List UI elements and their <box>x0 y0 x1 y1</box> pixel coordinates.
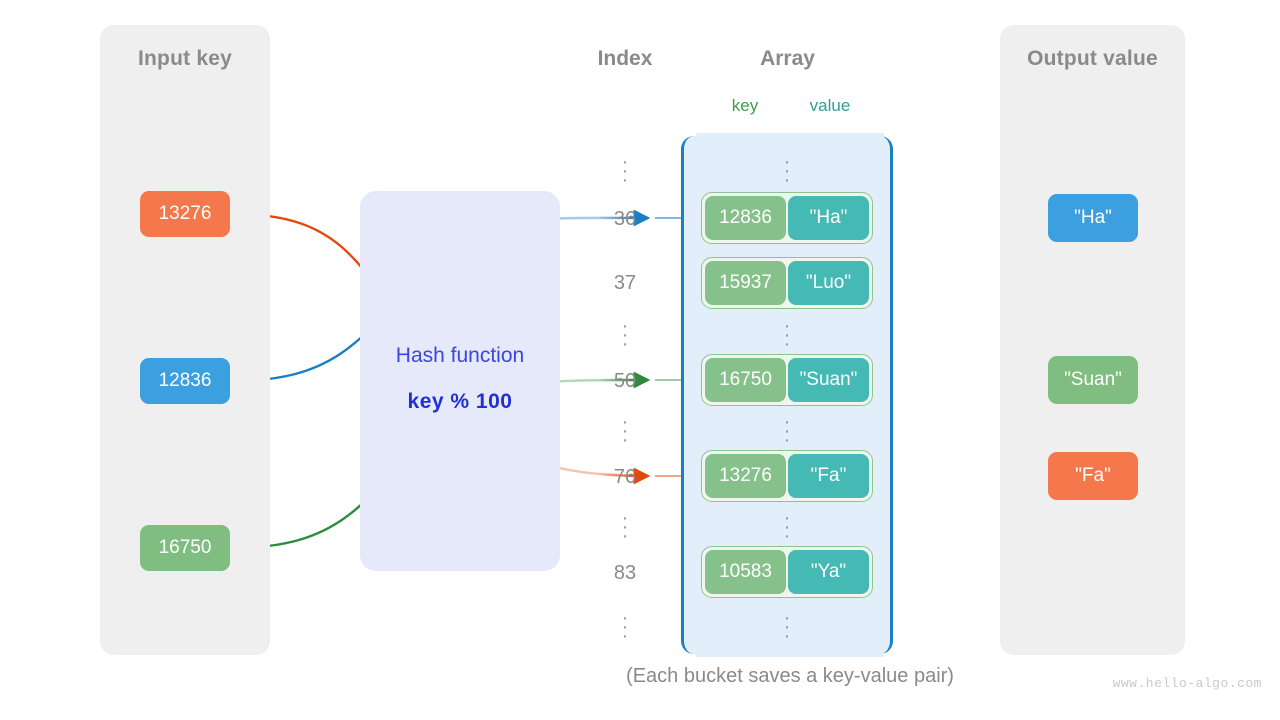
index-cell-37: 37 <box>613 272 637 294</box>
index-ellipsis-bottom: ··· <box>621 607 629 647</box>
output-value-panel: Output value <box>1000 25 1185 655</box>
bucket-76[interactable]: 13276 "Fa" <box>701 450 873 502</box>
input-key-12836[interactable]: 12836 <box>140 358 230 404</box>
array-ellipsis-bottom: ··· <box>783 607 791 647</box>
bucket-37-key: 15937 <box>705 261 786 305</box>
diagram-caption: (Each bucket saves a key-value pair) <box>626 665 954 687</box>
bucket-36-key: 12836 <box>705 196 786 240</box>
index-ellipsis-2: ··· <box>621 315 629 355</box>
hash-function-box <box>360 191 560 571</box>
output-value-fa[interactable]: "Fa" <box>1048 452 1138 500</box>
watermark: www.hello-algo.com <box>1112 676 1262 691</box>
array-ellipsis-3: ··· <box>783 411 791 451</box>
array-ellipsis-2: ··· <box>783 315 791 355</box>
bucket-37[interactable]: 15937 "Luo" <box>701 257 873 309</box>
index-column-header: Index <box>597 47 653 70</box>
bucket-83-value: "Ya" <box>788 550 869 594</box>
index-cell-36: 36 <box>613 208 637 230</box>
input-key-13276[interactable]: 13276 <box>140 191 230 237</box>
bucket-76-key: 13276 <box>705 454 786 498</box>
bucket-83-key: 10583 <box>705 550 786 594</box>
hash-function-label: Hash function <box>395 344 525 367</box>
output-value-suan[interactable]: "Suan" <box>1048 356 1138 404</box>
index-ellipsis-top: ··· <box>621 151 629 191</box>
output-panel-title: Output value <box>1027 47 1158 70</box>
bucket-50-key: 16750 <box>705 358 786 402</box>
bucket-76-value: "Fa" <box>788 454 869 498</box>
bucket-37-value: "Luo" <box>788 261 869 305</box>
bucket-36-value: "Ha" <box>788 196 869 240</box>
bucket-83[interactable]: 10583 "Ya" <box>701 546 873 598</box>
array-column-header: Array <box>760 47 815 70</box>
index-cell-50: 50 <box>613 370 637 392</box>
hash-function-formula: key % 100 <box>407 390 513 413</box>
input-key-16750[interactable]: 16750 <box>140 525 230 571</box>
output-value-ha[interactable]: "Ha" <box>1048 194 1138 242</box>
array-ellipsis-top: ··· <box>783 151 791 191</box>
index-cell-76: 76 <box>613 466 637 488</box>
bucket-36[interactable]: 12836 "Ha" <box>701 192 873 244</box>
input-panel-title: Input key <box>138 47 232 70</box>
array-key-label: key <box>731 96 759 115</box>
index-ellipsis-3: ··· <box>621 411 629 451</box>
bucket-50-value: "Suan" <box>788 358 869 402</box>
array-ellipsis-4: ··· <box>783 507 791 547</box>
bucket-50[interactable]: 16750 "Suan" <box>701 354 873 406</box>
array-value-label: value <box>809 96 851 115</box>
index-ellipsis-4: ··· <box>621 507 629 547</box>
index-cell-83: 83 <box>613 562 637 584</box>
